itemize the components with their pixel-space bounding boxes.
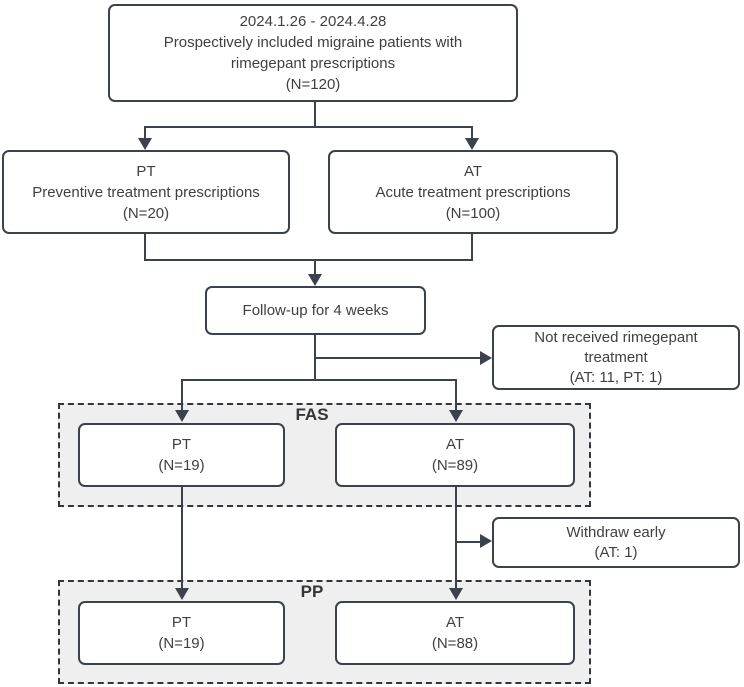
connector-branch-withdraw	[456, 541, 480, 543]
node-pp-pt-text: PT (N=19)	[158, 614, 205, 652]
group-fas-label: FAS	[295, 405, 329, 424]
connector-fas-at-to-pp-at	[455, 487, 457, 589]
connector-split-to-at	[471, 126, 473, 139]
node-fas-at-text: AT (N=89)	[431, 436, 479, 474]
node-at-prescriptions: AT Acute treatment prescriptions (N=100)	[328, 150, 618, 234]
node-follow-up: Follow-up for 4 weeks	[205, 286, 426, 335]
arrowhead-into-fas-pt	[175, 410, 189, 422]
arrowhead-into-at-prescriptions	[465, 138, 479, 150]
connector-merge-to-followup	[314, 259, 316, 275]
node-enrollment-text: 2024.1.26 - 2024.4.28 Prospectively incl…	[163, 13, 463, 93]
node-fas-at: AT (N=89)	[335, 423, 575, 487]
connector-enrollment-down	[314, 102, 316, 128]
node-pp-pt: PT (N=19)	[78, 601, 285, 665]
node-withdraw: Withdraw early (AT: 1)	[492, 517, 740, 568]
arrowhead-into-follow-up	[308, 274, 322, 286]
node-pt-prescriptions: PT Preventive treatment prescriptions (N…	[2, 150, 290, 234]
connector-split-to-pt	[144, 126, 146, 139]
arrowhead-into-not-received	[480, 351, 492, 365]
connector-at-down	[471, 234, 473, 261]
node-withdraw-text: Withdraw early (AT: 1)	[566, 523, 666, 561]
node-pt-prescriptions-text: PT Preventive treatment prescriptions (N…	[32, 162, 260, 222]
node-not-received-text: Not received rimegepant treatment (AT: 1…	[534, 328, 698, 386]
node-enrollment: 2024.1.26 - 2024.4.28 Prospectively incl…	[108, 4, 518, 102]
node-follow-up-text: Follow-up for 4 weeks	[242, 302, 389, 319]
group-pp-label: PP	[300, 582, 324, 601]
node-fas-pt: PT (N=19)	[78, 423, 285, 487]
connector-split-to-fas-at	[455, 379, 457, 412]
arrowhead-into-pt-prescriptions	[138, 138, 152, 150]
arrowhead-into-pp-pt	[175, 588, 189, 600]
connector-merge-bar	[144, 259, 473, 261]
arrowhead-into-fas-at	[449, 410, 463, 422]
node-not-received: Not received rimegepant treatment (AT: 1…	[492, 325, 740, 390]
connector-branch-not-received	[315, 357, 480, 359]
node-fas-pt-text: PT (N=19)	[158, 436, 205, 474]
connector-split-to-fas-pt	[181, 379, 183, 412]
node-pp-at-text: AT (N=88)	[431, 614, 479, 652]
node-at-prescriptions-text: AT Acute treatment prescriptions (N=100)	[375, 162, 571, 222]
arrowhead-into-withdraw	[480, 534, 492, 548]
connector-fas-pt-to-pp-pt	[181, 487, 183, 589]
connector-fas-split-bar	[181, 379, 457, 381]
arrowhead-into-pp-at	[449, 588, 463, 600]
connector-row1-split-bar	[144, 126, 473, 128]
connector-pt-down	[144, 234, 146, 261]
node-pp-at: AT (N=88)	[335, 601, 575, 665]
